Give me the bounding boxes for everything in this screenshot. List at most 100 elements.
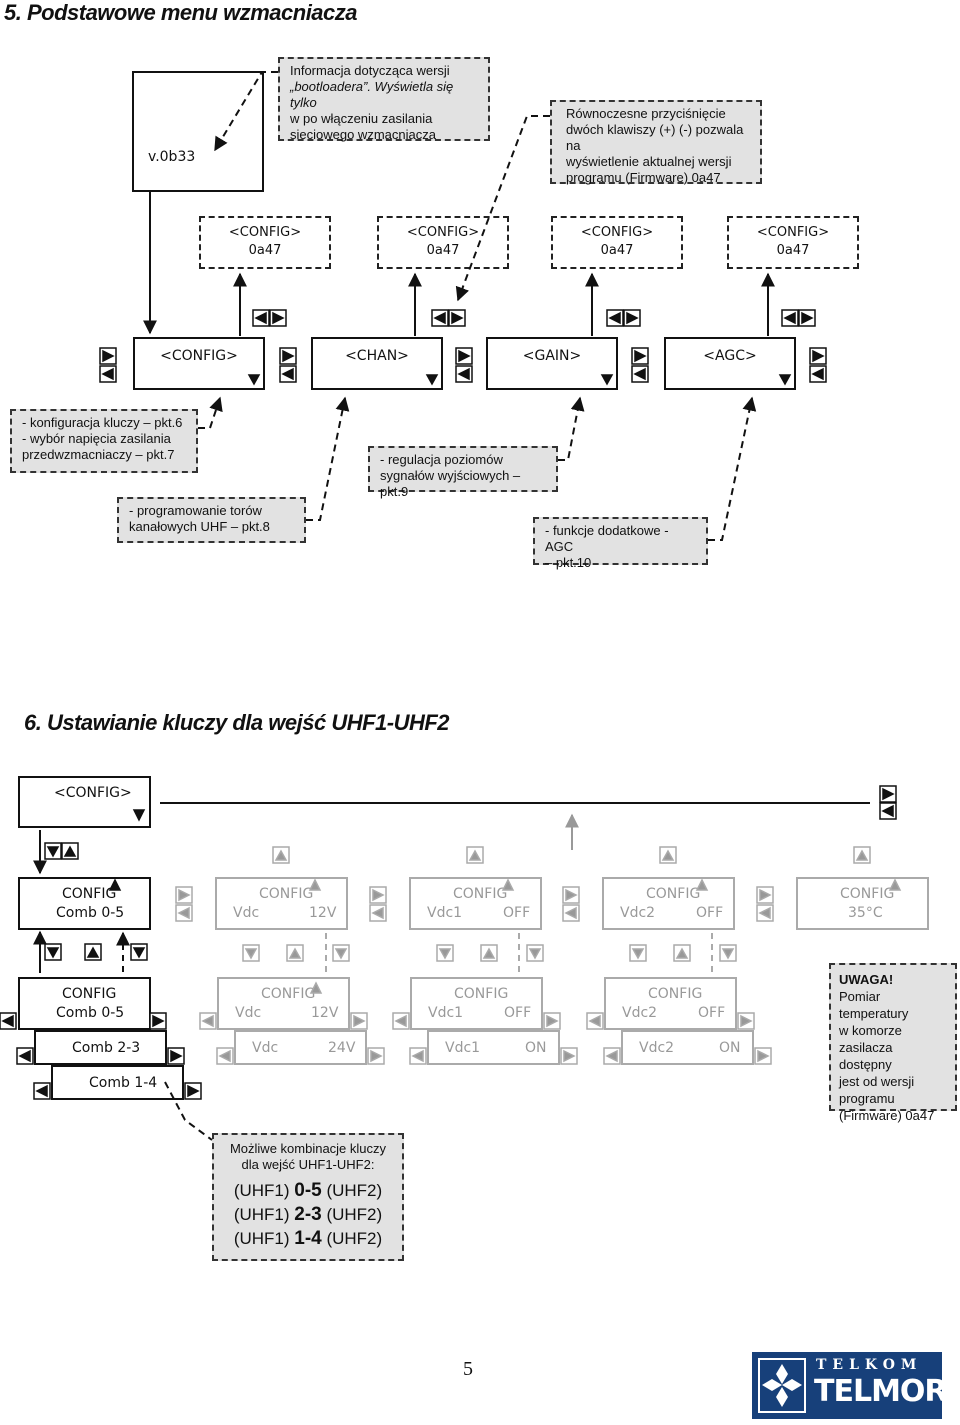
firmware-box-4: <CONFIG> 0a47 (727, 216, 859, 269)
down-up-button-icon (629, 944, 691, 962)
row3-vdc-box[interactable]: Vdc 24V (234, 1030, 367, 1065)
pointer-dashed (306, 396, 350, 521)
down-button-icon (526, 944, 544, 962)
note-text: sieciowego wzmacniacza (290, 127, 436, 142)
menu-config[interactable]: <CONFIG> (133, 337, 265, 390)
lcd-value: 35°C (848, 905, 883, 921)
row3-comb-box[interactable]: Comb 2-3 (34, 1030, 167, 1065)
lcd-value: 12V (309, 905, 337, 921)
combo-part: (UHF1) (233, 1205, 295, 1224)
row4-comb-box[interactable]: Comb 1-4 (51, 1065, 184, 1100)
telmor-logo: TELKOM TELMOR (752, 1352, 948, 1419)
combo-part: (UHF1) (233, 1229, 295, 1248)
lcd-value: ON (719, 1040, 741, 1056)
section5-title: 5. Podstawowe menu wzmacniacza (4, 0, 358, 25)
right-left-button-icon (756, 886, 774, 922)
lcd-line2: Vdc2 (639, 1040, 675, 1056)
note-text: zasilacza dostępny (839, 1040, 893, 1072)
right-left-button-icon (879, 785, 897, 820)
note-text: w po włączeniu zasilania (290, 111, 433, 126)
down-up-button-icon (242, 944, 304, 962)
down-triangle-icon (247, 374, 261, 386)
right-button-icon (754, 1047, 772, 1065)
left-button-icon (16, 1047, 34, 1065)
pointer-dashed (214, 71, 278, 152)
lcd-value: OFF (503, 905, 531, 921)
down-button-icon (130, 943, 148, 961)
right-button-icon (543, 1012, 561, 1030)
note-text: - konfiguracja kluczy – pkt.6 (22, 415, 183, 430)
section6-title: 6. Ustawianie kluczy dla wejść UHF1-UHF2 (24, 710, 450, 735)
note-text: Możliwe kombinacje kluczy (229, 1141, 387, 1156)
lcd-line1: CONFIG (454, 986, 509, 1002)
note-text: - funkcje dodatkowe - AGC (545, 523, 669, 554)
uwaga-title: UWAGA! (839, 972, 894, 987)
down-button-icon (332, 944, 350, 962)
right-left-button-icon (631, 347, 649, 383)
note-chan: - programowanie torów kanałowych UHF – p… (117, 497, 306, 543)
row2-vdc1-box[interactable]: CONFIG Vdc1 OFF (410, 977, 543, 1030)
menu-agc[interactable]: <AGC> (664, 337, 796, 390)
menu-chan[interactable]: <CHAN> (311, 337, 443, 390)
note-text: „bootloadera”. Wyświetla się tylko (290, 79, 454, 110)
lcd-line2: Vdc1 (445, 1040, 481, 1056)
menu-label: <CHAN> (345, 348, 409, 364)
note-text: - regulacja poziomów (380, 452, 503, 467)
left-button-icon (392, 1012, 410, 1030)
note-text: w komorze (839, 1023, 902, 1038)
left-button-icon (603, 1047, 621, 1065)
row1-vdc2-box[interactable]: CONFIG Vdc2 OFF (602, 877, 735, 930)
right-left-button-icon (809, 347, 827, 383)
note-text: programu (839, 1091, 895, 1106)
lcd-line1: CONFIG (62, 986, 117, 1002)
firmware-line: <CONFIG> (756, 225, 830, 240)
right-left-button-icon (562, 886, 580, 922)
note-text: (Firmware) 0a47 (839, 1108, 935, 1123)
lcd-line2: Vdc1 (428, 1005, 464, 1021)
down-triangle-icon (600, 374, 614, 386)
firmware-box-2: <CONFIG> 0a47 (377, 216, 509, 269)
menu-gain[interactable]: <GAIN> (486, 337, 618, 390)
left-button-icon (586, 1012, 604, 1030)
right-button-icon (737, 1012, 755, 1030)
note-text: kanałowych UHF – pkt.8 (129, 519, 270, 534)
config-top-box[interactable]: <CONFIG> (18, 776, 151, 828)
logo-emblem-icon (758, 1358, 806, 1413)
row3-vdc1-box[interactable]: Vdc1 ON (427, 1030, 560, 1065)
firmware-line: <CONFIG> (406, 225, 480, 240)
combo-part: (UHF2) (321, 1229, 383, 1248)
row3-vdc2-box[interactable]: Vdc2 ON (621, 1030, 754, 1065)
note-text: wyświetlenie aktualnej wersji (566, 154, 732, 169)
row2-vdc2-box[interactable]: CONFIG Vdc2 OFF (604, 977, 737, 1030)
right-button-icon (167, 1047, 185, 1065)
lcd-line2: Vdc (235, 1005, 262, 1021)
note-firmware: Równoczesne przyciśnięcie dwóch klawiszy… (550, 100, 762, 185)
lcd-line2: Vdc (252, 1040, 279, 1056)
up-triangle-icon (308, 878, 322, 891)
right-button-icon (560, 1047, 578, 1065)
note-text: programu (Firmware) 0a47 (566, 170, 721, 185)
down-triangle-icon (778, 374, 792, 386)
left-right-button-icon (431, 309, 466, 327)
combo-line-1: (UHF1) 0-5 (UHF2) (218, 1179, 398, 1203)
left-right-button-icon (606, 309, 641, 327)
row2-comb-box[interactable]: CONFIG Comb 0-5 (18, 977, 151, 1030)
row1-vdc1-box[interactable]: CONFIG Vdc1 OFF (409, 877, 542, 930)
right-button-icon (149, 1012, 167, 1030)
up-button-icon (659, 846, 677, 864)
note-text: - programowanie torów (129, 503, 262, 518)
row2-vdc-box[interactable]: CONFIG Vdc 12V (217, 977, 350, 1030)
combo-key: 2-3 (294, 1204, 322, 1225)
note-gain: - regulacja poziomów sygnałów wyjściowyc… (368, 446, 558, 499)
row1-comb-box[interactable]: CONFIG Comb 0-5 (18, 877, 151, 930)
note-text: jest od wersji (839, 1074, 915, 1089)
firmware-box-3: <CONFIG> 0a47 (551, 216, 683, 269)
note-text: Równoczesne przyciśnięcie (566, 106, 726, 121)
row1-temp-box[interactable]: CONFIG 35°C (796, 877, 929, 930)
row1-vdc-box[interactable]: CONFIG Vdc 12V (215, 877, 348, 930)
combo-key: 0-5 (294, 1180, 322, 1201)
version-text: v.0b33 (148, 149, 196, 165)
menu-label: <AGC> (703, 348, 757, 364)
up-button-icon (272, 846, 290, 864)
